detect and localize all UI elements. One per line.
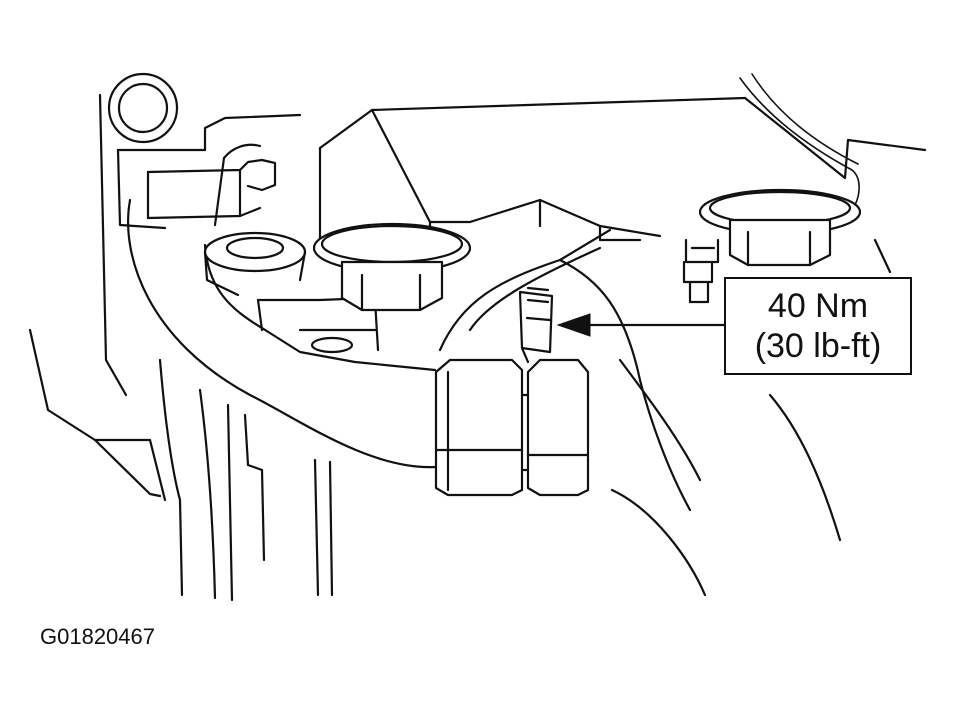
center-flange-bolt [312, 222, 472, 312]
right-flange-bolt [698, 188, 862, 267]
small-stud [682, 238, 720, 304]
torque-callout: 40 Nm (30 lb-ft) [724, 277, 912, 375]
target-bolt [518, 286, 554, 364]
torque-value-metric: 40 Nm [767, 287, 869, 325]
lower-housing [28, 198, 437, 602]
leader-arrow [556, 313, 726, 337]
left-ring-fitting [107, 72, 179, 144]
large-hex-nuts [434, 358, 590, 497]
torque-value-imperial: (30 lb-ft) [754, 327, 882, 365]
left-bracket [98, 93, 302, 397]
diagonal-bracket-arm [438, 228, 842, 597]
left-washer [203, 231, 307, 297]
figure-id-label: G01820467 [40, 624, 155, 649]
